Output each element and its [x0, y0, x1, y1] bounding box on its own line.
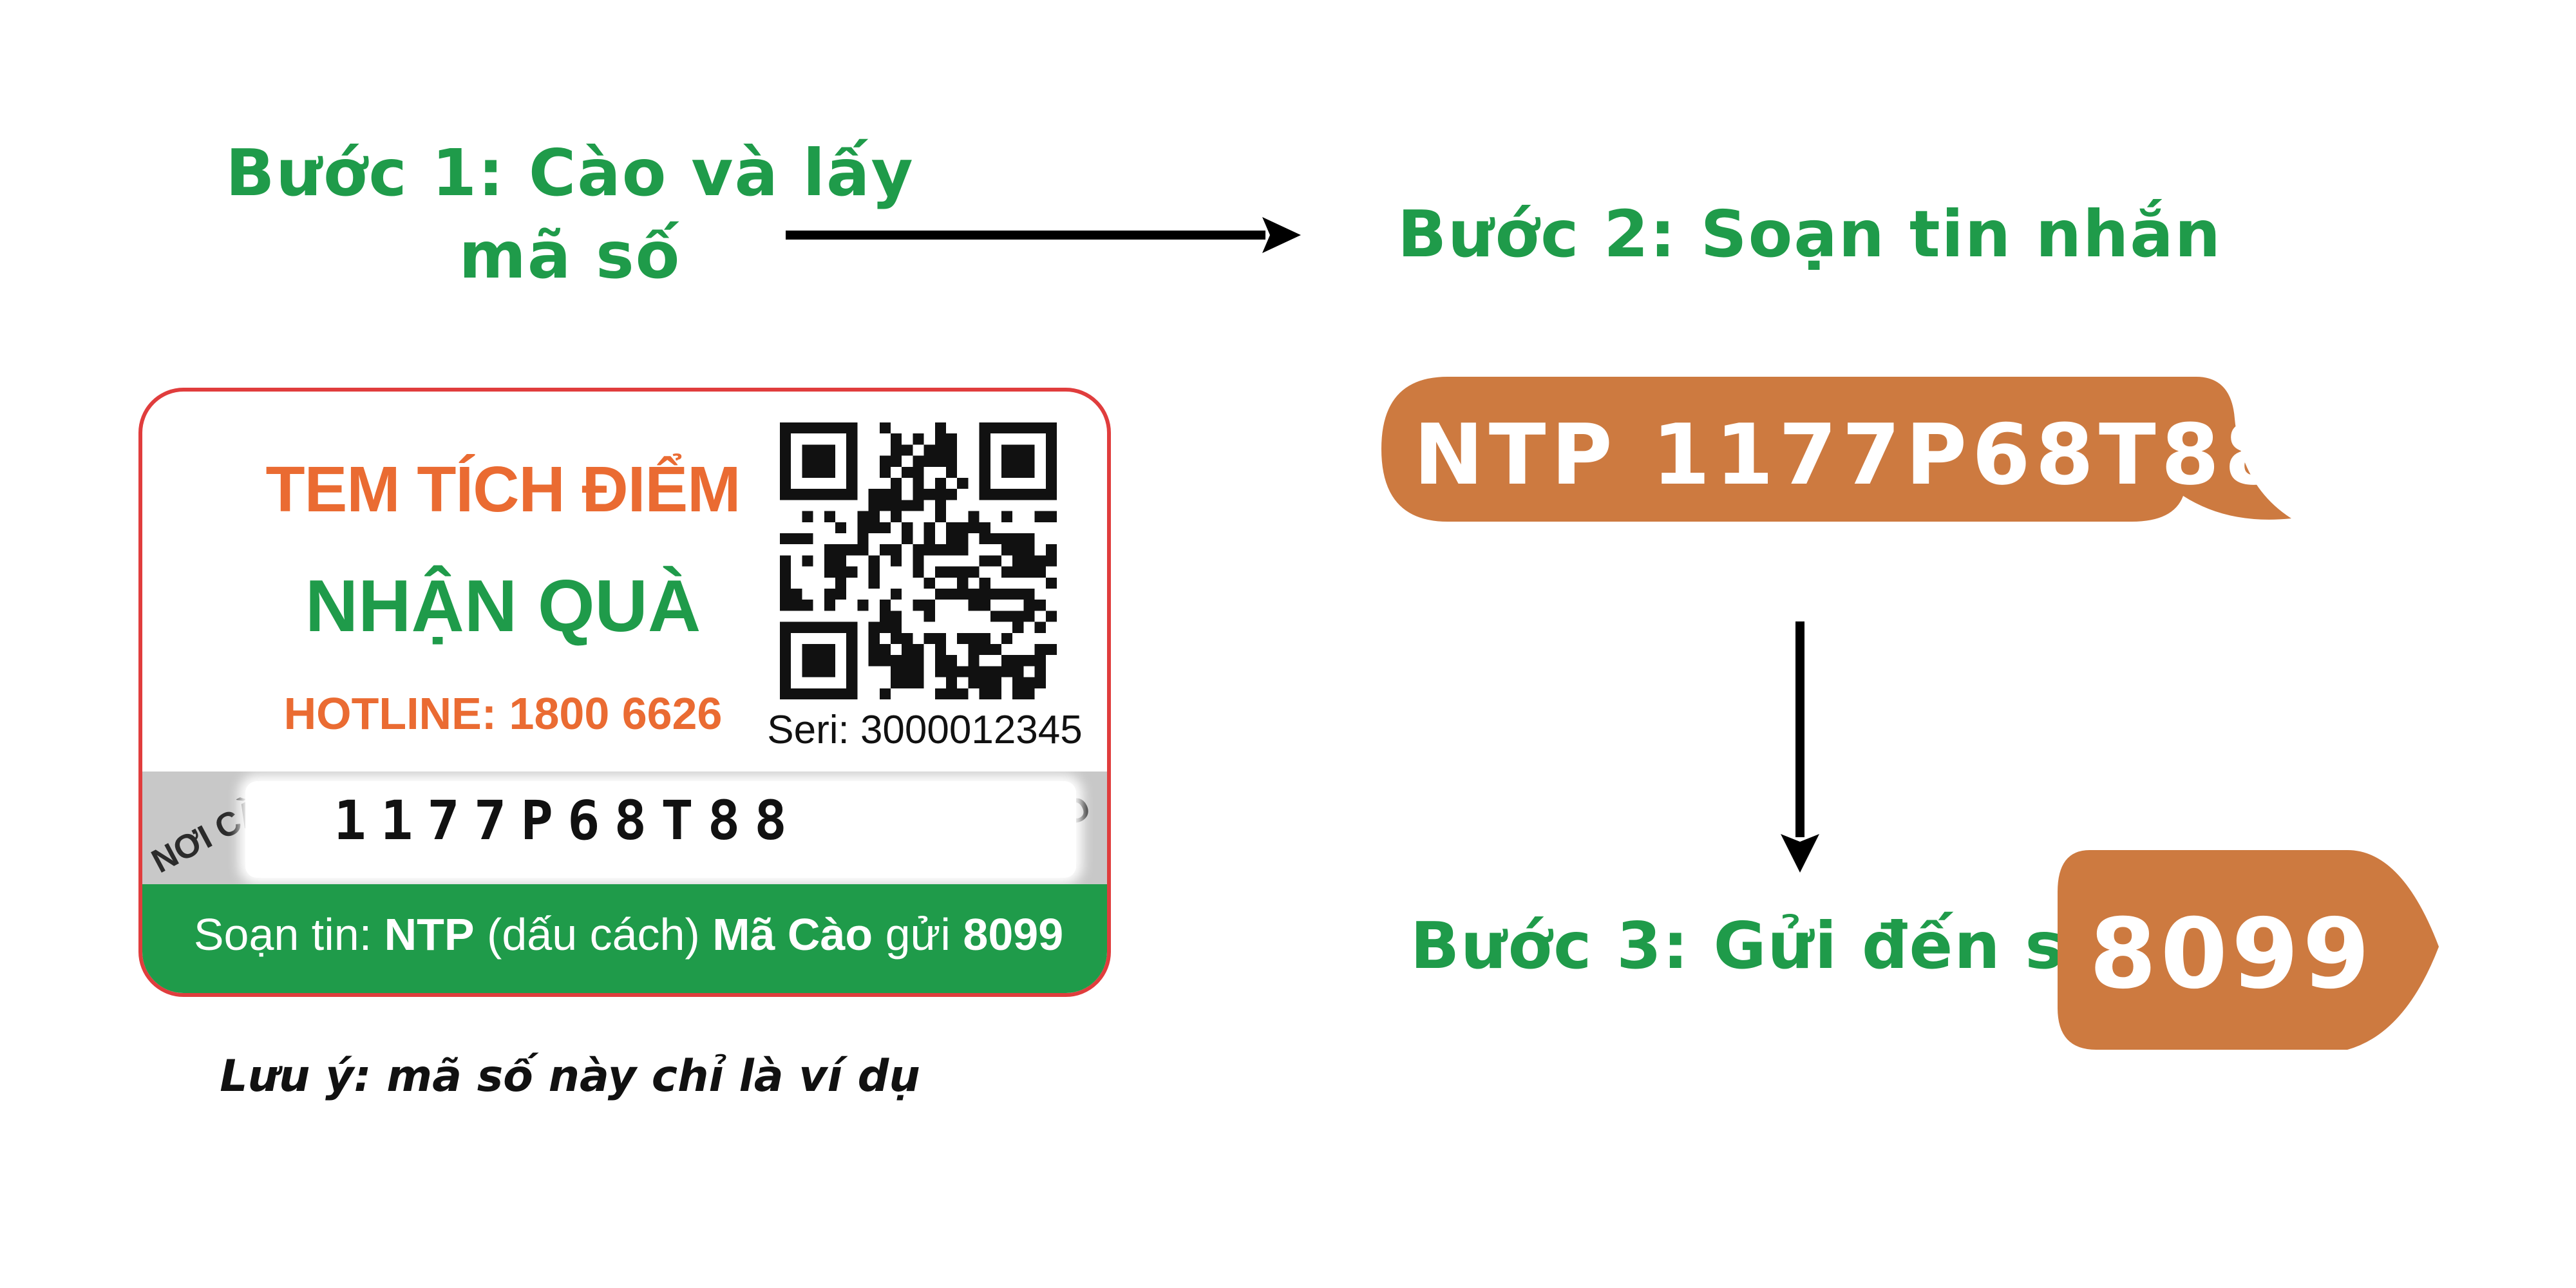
- step1-title: Bước 1: Cào và lấy mã số: [225, 135, 914, 293]
- instruction-keyword: NTP: [384, 909, 475, 960]
- instruction-code-label: Mã Cào: [712, 909, 873, 960]
- instruction-text: Soạn tin: NTP (dấu cách) Mã Cào gửi 8099: [142, 909, 1107, 960]
- number-bubble-shape: [2058, 850, 2439, 1050]
- note-text: Lưu ý: mã số này chỉ là ví dụ: [220, 1051, 920, 1102]
- label-serial: Seri: 3000012345: [767, 708, 1083, 752]
- instruction-middle: (dấu cách): [474, 909, 713, 960]
- label-hotline: HOTLINE: 1800 6626: [283, 688, 723, 739]
- send-number: 8099: [2089, 898, 2374, 1010]
- label-title-line1: TEM TÍCH ĐIỂM: [265, 453, 741, 526]
- arrow-down-icon: [1781, 621, 1819, 873]
- step2-title: Bước 2: Soạn tin nhắn: [1397, 196, 2222, 272]
- qr-code-icon: [780, 422, 1057, 699]
- sms-message: NTP 1177P68T88: [1414, 406, 2288, 504]
- instruction-send: gửi: [873, 909, 963, 960]
- instruction-prefix: Soạn tin:: [193, 909, 384, 960]
- arrow-right-icon: [786, 217, 1301, 253]
- instruction-number: 8099: [963, 909, 1064, 960]
- scratch-code-box: 1177P68T88: [245, 781, 1076, 878]
- label-title-line2: NHẬN QUÀ: [305, 565, 701, 647]
- instruction-band: Soạn tin: NTP (dấu cách) Mã Cào gửi 8099: [142, 884, 1107, 993]
- speech-bubble-shape: [1381, 377, 2291, 522]
- step3-title: Bước 3: Gửi đến số: [1410, 908, 2110, 983]
- scratch-area: NƠI CÀ AO 1177P68T88: [142, 772, 1107, 884]
- scratch-code: 1177P68T88: [334, 789, 801, 852]
- reward-label-card: TEM TÍCH ĐIỂM NHẬN QUÀ HOTLINE: 1800 662…: [138, 388, 1111, 997]
